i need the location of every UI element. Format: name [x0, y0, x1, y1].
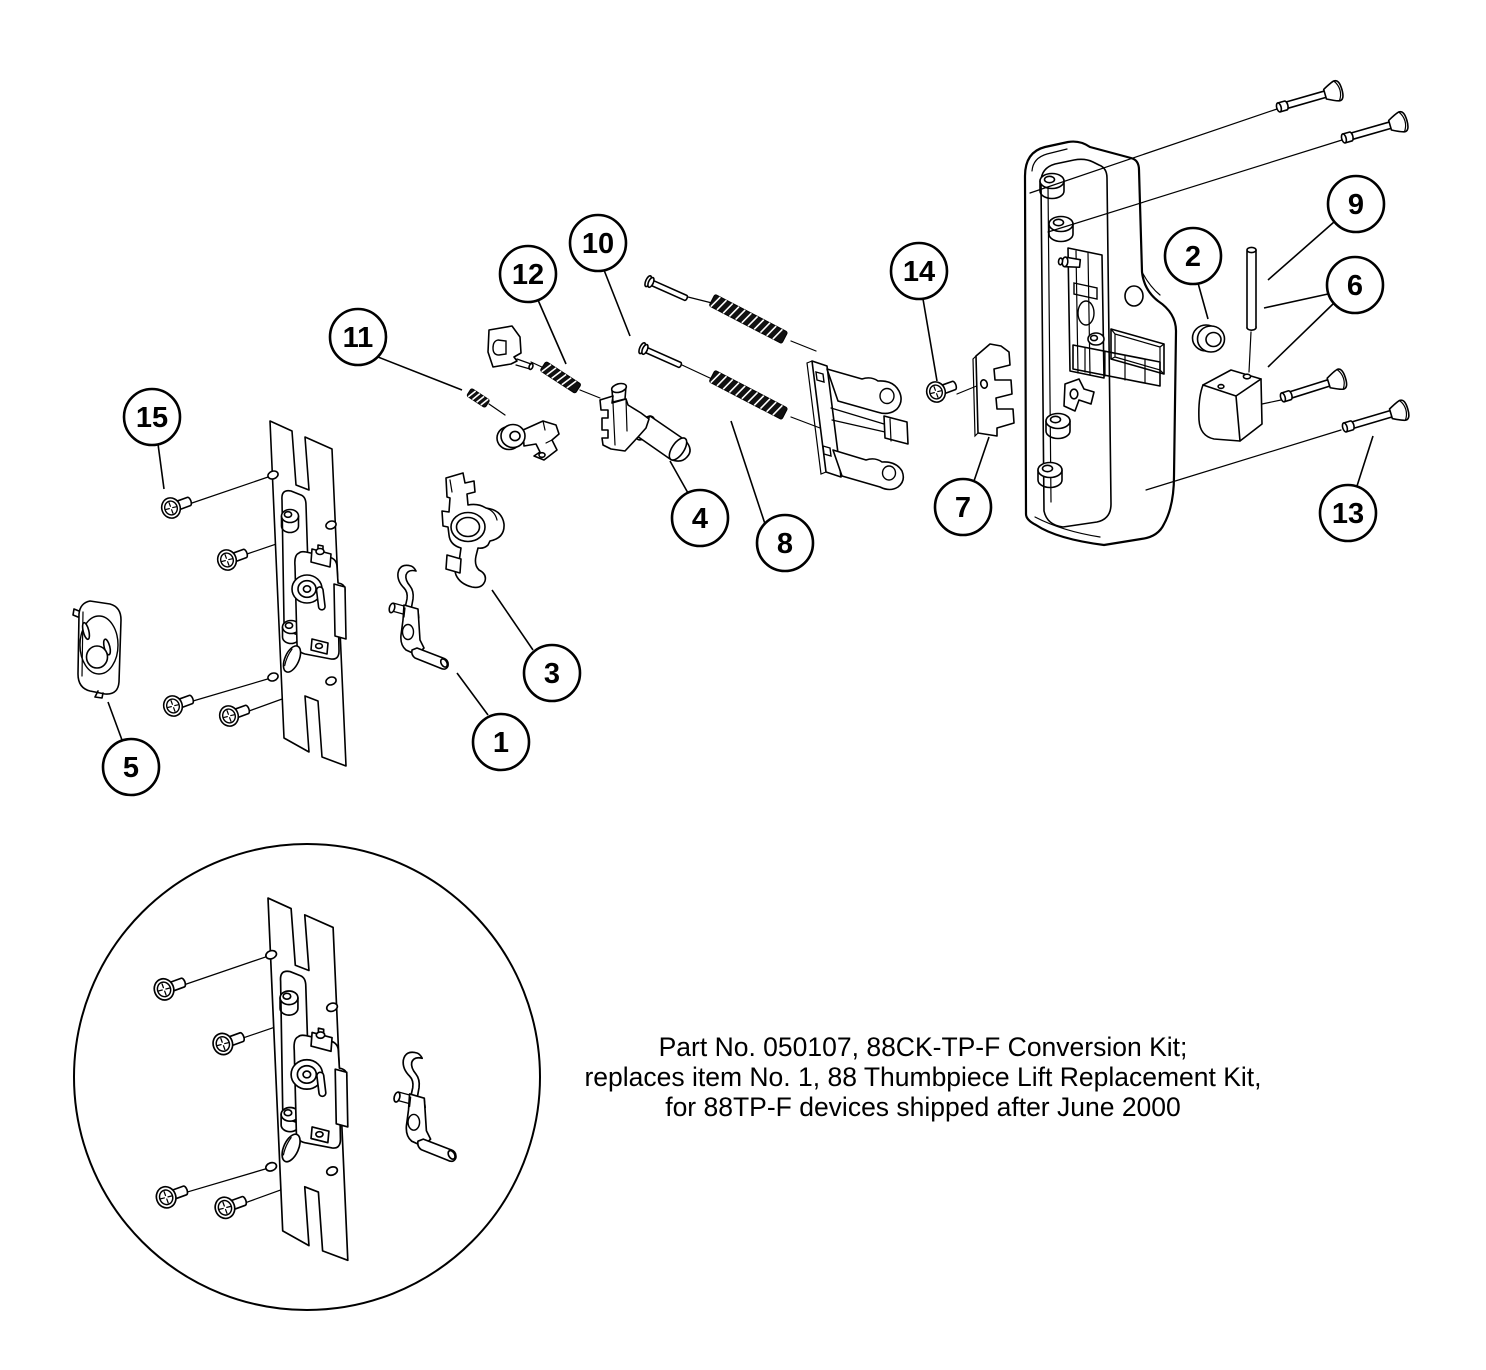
caption-line-2: replaces item No. 1, 88 Thumbpiece Lift …	[584, 1062, 1261, 1092]
latch-carriage-bracket	[806, 360, 909, 491]
latch-springs	[708, 293, 789, 421]
thumb-turn-bushing	[1191, 324, 1226, 353]
cylinder-pad-block	[1198, 369, 1263, 442]
callout-balloon-6: 6	[1263, 255, 1385, 368]
callout-balloon-5: 5	[101, 701, 161, 797]
cam-crank	[441, 472, 505, 589]
latch-actuator	[599, 382, 691, 462]
small-spring	[466, 388, 490, 408]
roll-pin	[1246, 246, 1257, 331]
svg-text:13: 13	[1332, 498, 1364, 530]
svg-text:1: 1	[493, 727, 509, 759]
caption-line-1: Part No. 050107, 88CK-TP-F Conversion Ki…	[659, 1032, 1188, 1062]
svg-text:11: 11	[343, 322, 374, 354]
callout-balloon-7: 7	[933, 436, 993, 537]
callout-balloon-14: 14	[889, 241, 949, 382]
spring-guide-pins	[636, 274, 691, 372]
svg-text:9: 9	[1348, 189, 1364, 221]
assembly-axis-lines	[488, 108, 1343, 491]
svg-text:4: 4	[692, 503, 708, 535]
thumb-turn-gasket	[72, 600, 122, 699]
caption-line-3: for 88TP-F devices shipped after June 20…	[665, 1092, 1181, 1122]
callout-balloon-4: 4	[669, 460, 730, 548]
callout-balloon-2: 2	[1163, 226, 1223, 320]
svg-text:3: 3	[544, 658, 560, 690]
svg-text:12: 12	[512, 259, 544, 291]
callout-balloon-15: 15	[122, 387, 182, 490]
svg-text:6: 6	[1347, 270, 1363, 302]
svg-text:15: 15	[136, 402, 168, 434]
callout-balloon-11: 11	[328, 307, 463, 391]
dogging-screw	[923, 374, 961, 406]
callout-balloon-8: 8	[730, 420, 815, 573]
outside-escutcheon-housing	[1023, 140, 1178, 547]
pivot-bracket	[496, 420, 560, 461]
svg-text:10: 10	[582, 228, 614, 260]
callout-balloon-13: 13	[1318, 435, 1378, 543]
svg-text:2: 2	[1185, 241, 1201, 273]
slide-key-plate	[487, 325, 534, 371]
callout-balloon-9: 9	[1267, 174, 1386, 281]
caption: Part No. 050107, 88CK-TP-F Conversion Ki…	[584, 1032, 1261, 1122]
callout-balloon-1: 1	[456, 672, 531, 772]
svg-text:5: 5	[123, 752, 139, 784]
callout-balloon-3: 3	[491, 589, 582, 703]
return-spring	[540, 361, 581, 394]
svg-text:7: 7	[955, 492, 971, 524]
callout-balloon-12: 12	[498, 244, 567, 365]
svg-text:14: 14	[903, 256, 935, 288]
detail-view	[73, 843, 541, 1311]
callout-balloon-10: 10	[568, 213, 631, 337]
dogging-slide-plate	[972, 343, 1015, 438]
svg-text:8: 8	[777, 528, 793, 560]
